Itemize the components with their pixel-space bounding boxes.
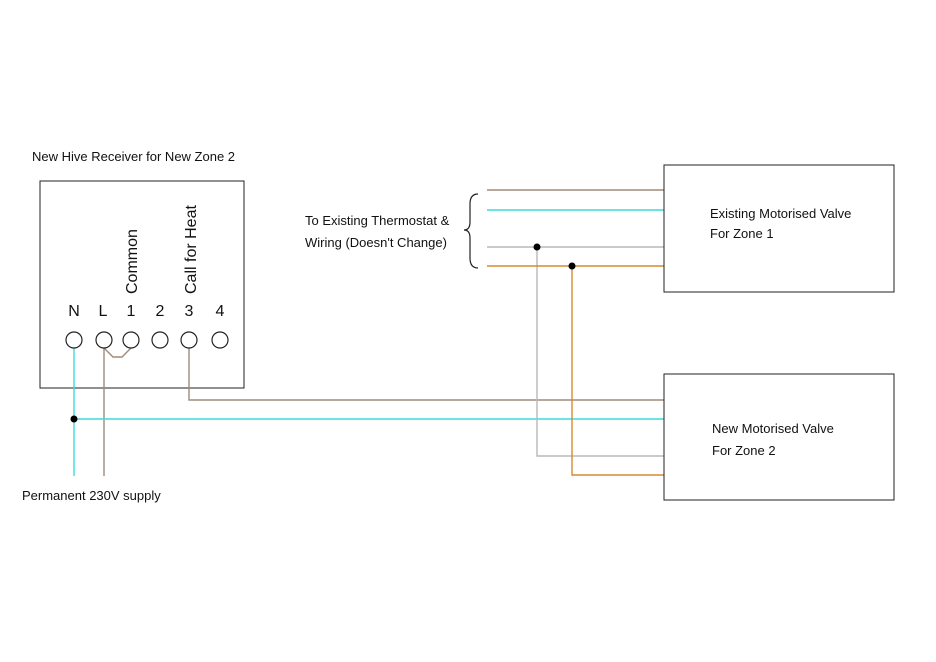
valve-zone1-box xyxy=(663,164,895,293)
valve-zone2-line1: New Motorised Valve xyxy=(712,421,834,436)
brace-icon xyxy=(463,193,479,269)
thermostat-note-line1: To Existing Thermostat & xyxy=(305,213,450,228)
valve-zone2-line2: For Zone 2 xyxy=(712,443,776,458)
receiver-box xyxy=(39,180,245,389)
terminal-label-2: 2 xyxy=(156,303,165,320)
terminal-3 xyxy=(180,331,198,349)
valve-zone1-line2: For Zone 1 xyxy=(710,226,774,241)
terminal-label-3: 3 xyxy=(185,303,194,320)
common-label: Common xyxy=(124,229,141,294)
valve-zone2-box xyxy=(663,373,895,501)
terminal-label-4: 4 xyxy=(216,303,225,320)
junction-dot-grey xyxy=(533,243,541,251)
terminal-4 xyxy=(211,331,229,349)
terminal-l xyxy=(95,331,113,349)
call-for-heat-label: Call for Heat xyxy=(183,205,200,294)
terminal-1 xyxy=(122,331,140,349)
grey-wire-zone2 xyxy=(536,247,664,457)
call-for-heat-wire xyxy=(188,348,664,401)
receiver-title: New Hive Receiver for New Zone 2 xyxy=(32,149,235,164)
terminal-2 xyxy=(151,331,169,349)
orange-wire-zone2 xyxy=(571,266,664,476)
junction-dot-neutral xyxy=(70,415,78,423)
terminal-label-n: N xyxy=(68,303,80,320)
valve-zone1-line1: Existing Motorised Valve xyxy=(710,206,851,221)
link-wire-l-to-common xyxy=(103,347,132,358)
thermostat-note-line2: Wiring (Doesn't Change) xyxy=(305,235,447,250)
terminal-n xyxy=(65,331,83,349)
junction-dot-orange xyxy=(568,262,576,270)
terminal-label-l: L xyxy=(99,303,108,320)
supply-label: Permanent 230V supply xyxy=(22,488,161,503)
terminal-label-1: 1 xyxy=(127,303,136,320)
